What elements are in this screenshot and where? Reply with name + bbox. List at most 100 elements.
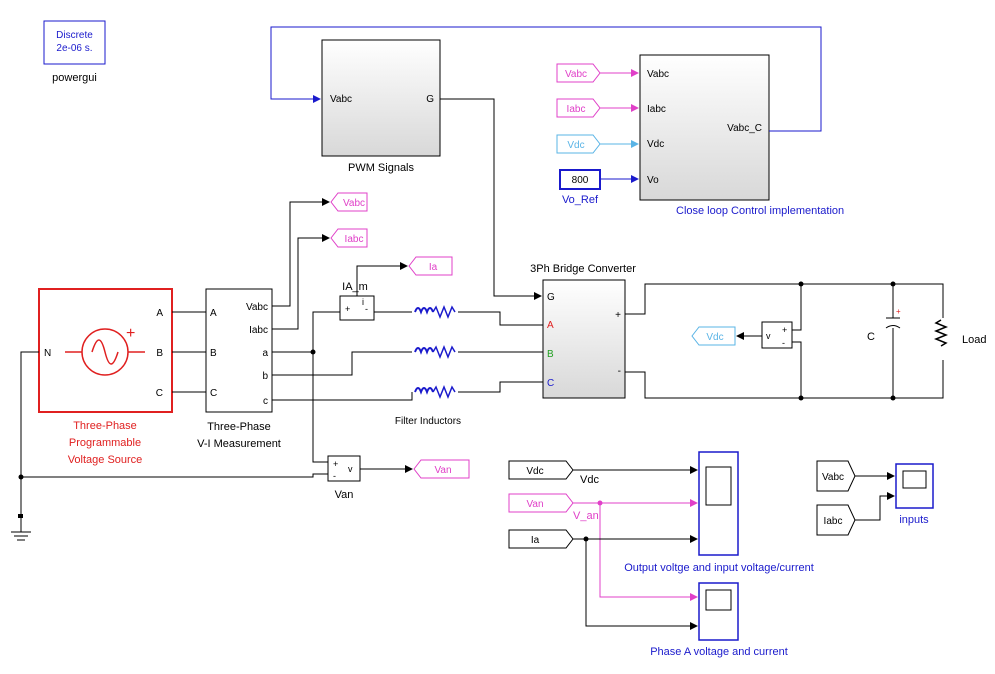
inductor-icon <box>414 347 434 355</box>
vo-ref-constant[interactable]: 800 Vo_Ref <box>559 169 601 206</box>
from-vdc-scope[interactable]: Vdc <box>508 460 574 480</box>
vim-in-c: C <box>210 388 217 399</box>
source-title-2: Programmable <box>69 437 141 449</box>
from-iabc-ctrl[interactable]: Iabc <box>556 98 601 118</box>
scope-screen-icon <box>705 466 732 506</box>
ia-m-i: i <box>362 297 364 307</box>
filter-inductor-a[interactable] <box>414 304 456 320</box>
from-van-scope[interactable]: Van <box>508 493 574 513</box>
vim-title-2: V-I Measurement <box>197 438 281 450</box>
from-iabc-inputs[interactable]: Iabc <box>816 504 856 536</box>
goto-ia[interactable]: Ia <box>408 256 453 276</box>
plus-sign-icon: + <box>126 325 135 342</box>
signal-label-van: V_an <box>573 510 599 522</box>
bridge-converter-block[interactable]: G A B C + - 3Ph Bridge Converter <box>530 263 636 399</box>
cap-label: C <box>867 331 875 343</box>
control-label: Close loop Control implementation <box>676 205 844 217</box>
filter-inductor-c[interactable] <box>414 384 456 400</box>
capacitor-c[interactable]: + C <box>867 307 901 343</box>
powergui-label: powergui <box>52 72 97 84</box>
pwm-out-g: G <box>426 94 434 105</box>
from-iabc-ctrl-label: Iabc <box>567 104 586 115</box>
ia-m-label: IA_m <box>342 281 368 293</box>
load-label: Load <box>962 334 986 346</box>
van-minus: - <box>333 471 336 481</box>
pwm-signals-block[interactable]: Vabc G PWM Signals <box>321 39 441 174</box>
vo-ref-value: 800 <box>572 175 589 186</box>
vim-out-vabc: Vabc <box>246 302 268 313</box>
control-block[interactable]: Vabc Iabc Vdc Vo Vabc_C Close loop Contr… <box>639 54 844 217</box>
load-resistor[interactable]: Load <box>933 319 986 347</box>
goto-vdc-label: Vdc <box>706 332 723 343</box>
van-v: v <box>348 464 353 474</box>
vi-measurement-block[interactable]: A B C Vabc Iabc a b c Three-Phase V-I Me… <box>197 288 281 450</box>
signal-wires <box>270 26 895 630</box>
from-vabc-ctrl-label: Vabc <box>565 69 587 80</box>
inductor-icon <box>414 387 434 395</box>
scope-output[interactable]: Output voltge and input voltage/current <box>624 451 814 574</box>
scope-inputs[interactable]: inputs <box>895 463 934 526</box>
source-title-3: Voltage Source <box>68 454 143 466</box>
scope-output-label: Output voltge and input voltage/current <box>624 562 814 574</box>
goto-van[interactable]: Van <box>413 459 470 479</box>
from-vabc-ctrl[interactable]: Vabc <box>556 63 601 83</box>
vim-out-a: a <box>262 348 268 359</box>
goto-vdc[interactable]: Vdc <box>691 326 736 346</box>
ctrl-in-vo: Vo <box>647 175 659 186</box>
bridge-port-b: B <box>547 349 554 360</box>
from-vdc-scope-label: Vdc <box>526 466 543 477</box>
three-phase-source-block[interactable]: N A B C + Three-Phase Programmable Volta… <box>38 288 173 466</box>
bridge-port-c: C <box>547 378 554 389</box>
bridge-port-plus: + <box>615 310 621 321</box>
goto-iabc[interactable]: Iabc <box>330 228 368 248</box>
from-ia-scope-label: Ia <box>531 535 540 546</box>
goto-vabc-label: Vabc <box>343 198 365 209</box>
junction-dots <box>18 281 896 542</box>
powergui-mode: Discrete <box>56 30 93 41</box>
bridge-port-g: G <box>547 292 555 303</box>
scope-phase[interactable]: Phase A voltage and current <box>650 582 788 658</box>
pwm-in-vabc: Vabc <box>330 94 352 105</box>
scope-screen-icon <box>705 589 732 611</box>
ia-m-plus: + <box>345 304 350 314</box>
vim-in-a: A <box>210 308 217 319</box>
vim-out-iabc: Iabc <box>249 325 268 336</box>
from-vdc-ctrl-label: Vdc <box>567 140 584 151</box>
van-plus: + <box>333 459 338 469</box>
ground-icon <box>11 514 31 541</box>
resistor-icon <box>432 344 456 360</box>
resistor-icon <box>432 384 456 400</box>
filter-label: Filter Inductors <box>395 416 461 427</box>
ctrl-out-vabc-c: Vabc_C <box>727 123 762 134</box>
source-title-1: Three-Phase <box>73 420 137 432</box>
resistor-icon <box>432 304 456 320</box>
port-b: B <box>156 348 163 359</box>
port-c: C <box>156 388 163 399</box>
signal-label-vdc: Vdc <box>580 474 599 486</box>
goto-iabc-label: Iabc <box>345 234 364 245</box>
from-ia-scope[interactable]: Ia <box>508 529 574 549</box>
from-iabc-inputs-label: Iabc <box>824 516 843 527</box>
ctrl-in-vabc: Vabc <box>647 69 669 80</box>
from-van-scope-label: Van <box>526 499 543 510</box>
ia-m-minus: - <box>365 304 368 314</box>
port-a: A <box>156 308 163 319</box>
goto-ia-label: Ia <box>429 262 438 273</box>
van-measurement-block[interactable]: + - v Van <box>327 455 361 501</box>
goto-vabc[interactable]: Vabc <box>330 192 368 212</box>
vim-out-c: c <box>263 396 268 407</box>
power-wires <box>20 283 944 515</box>
from-vabc-inputs[interactable]: Vabc <box>816 460 856 492</box>
current-measurement-block[interactable]: + - i IA_m <box>339 281 375 321</box>
scope-inputs-label: inputs <box>899 514 929 526</box>
scope-screen-icon <box>902 470 927 489</box>
vo-ref-label: Vo_Ref <box>562 194 599 206</box>
van-meas-label: Van <box>335 489 354 501</box>
scope-phase-label: Phase A voltage and current <box>650 646 788 658</box>
dc-voltage-measurement[interactable]: v + - <box>761 321 793 349</box>
goto-van-label: Van <box>434 465 451 476</box>
filter-inductor-b[interactable] <box>414 344 456 360</box>
from-vdc-ctrl[interactable]: Vdc <box>556 134 601 154</box>
powergui-block[interactable]: Discrete 2e-06 s. powergui <box>43 20 106 84</box>
